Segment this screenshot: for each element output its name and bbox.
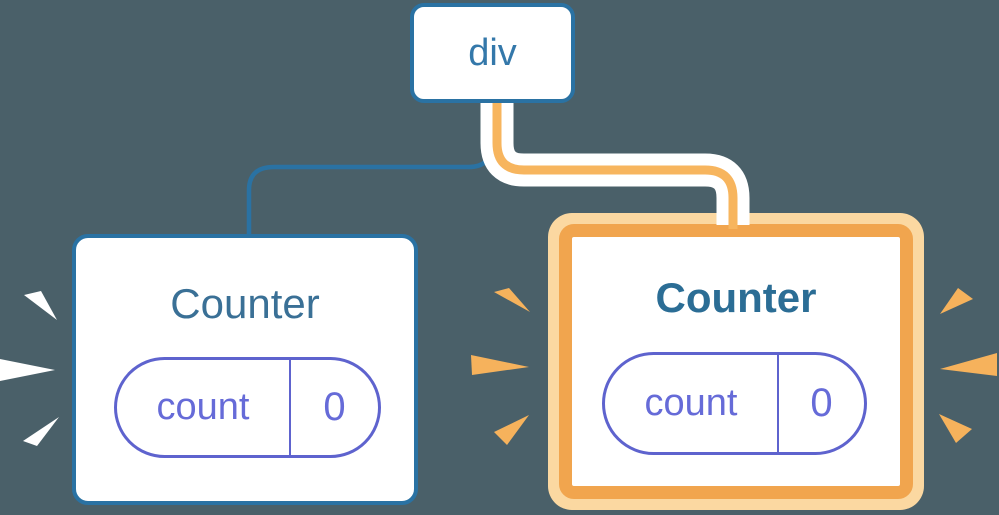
- state-value: 0: [323, 385, 346, 429]
- edge-div-to-left-counter: [246, 100, 494, 238]
- counter-card-highlighted: Counter count 0: [548, 213, 924, 510]
- pill-divider: [777, 355, 779, 452]
- pill-divider: [289, 360, 291, 455]
- state-key-label: count: [644, 382, 738, 424]
- tree-node-div-label: div: [468, 32, 517, 74]
- state-pill: count 0: [114, 357, 381, 458]
- counter-title: Counter: [170, 280, 320, 327]
- counter-title: Counter: [655, 274, 817, 321]
- state-key-label: count: [156, 386, 250, 428]
- tree-node-div: div: [410, 3, 575, 103]
- counter-card-default: Counter count 0: [72, 234, 418, 505]
- state-value: 0: [810, 381, 833, 425]
- state-pill: count 0: [602, 352, 867, 455]
